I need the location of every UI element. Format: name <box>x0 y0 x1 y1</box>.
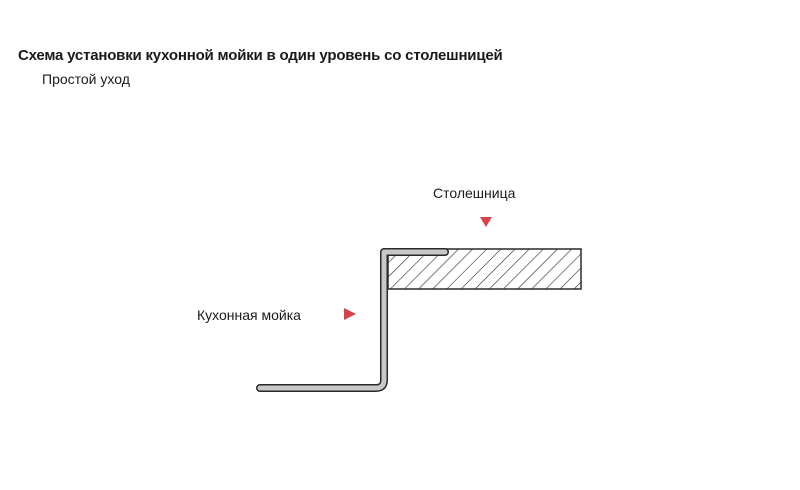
diagram-subtitle: Простой уход <box>42 71 130 87</box>
sink-label: Кухонная мойка <box>197 307 301 323</box>
countertop-label: Столешница <box>433 185 516 201</box>
sink-profile <box>256 248 449 392</box>
diagram-title: Схема установки кухонной мойки в один ур… <box>18 47 503 64</box>
countertop-marker-icon <box>480 217 492 227</box>
sink-marker-icon <box>344 308 356 320</box>
